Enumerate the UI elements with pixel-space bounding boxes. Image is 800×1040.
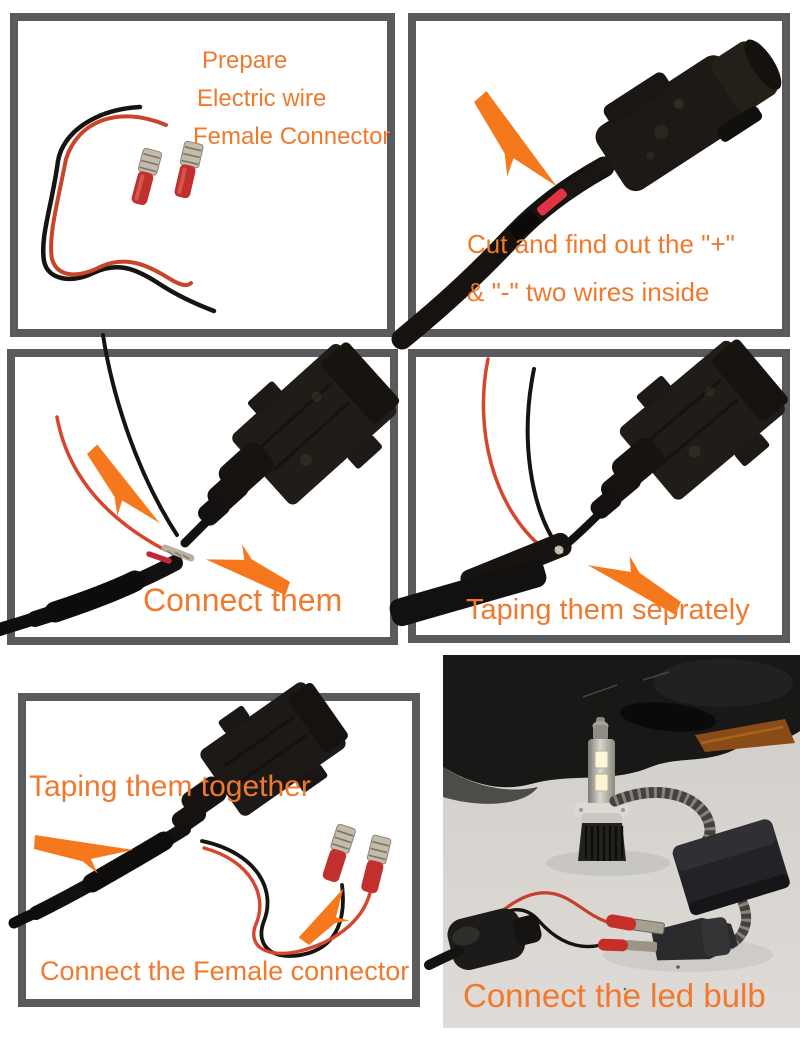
arrow-icon bbox=[454, 85, 571, 208]
cut-line-2: & "-" two wires inside bbox=[467, 277, 710, 307]
red-cut-mark bbox=[536, 188, 568, 216]
arrow-icon bbox=[201, 533, 298, 603]
socket-connector bbox=[447, 908, 542, 970]
prepare-line-1: Prepare bbox=[202, 47, 288, 74]
black-wire bbox=[200, 839, 345, 958]
arrow-icon bbox=[71, 439, 171, 542]
red-wire bbox=[49, 114, 193, 288]
connect-photo bbox=[0, 333, 400, 637]
female-connector-icon bbox=[361, 834, 392, 894]
black-wire bbox=[41, 104, 217, 314]
arrow-icon bbox=[293, 880, 364, 957]
red-wire bbox=[481, 357, 546, 551]
prepare-line-3: Female Connector bbox=[193, 123, 391, 150]
panel-taping-together: Taping them together Connect the Female … bbox=[8, 682, 420, 1007]
taping-separately-caption: Taping them seprately bbox=[466, 594, 750, 626]
red-wire bbox=[55, 415, 167, 552]
female-connector-icon bbox=[131, 147, 163, 206]
taping-separately-photo bbox=[389, 339, 788, 627]
panel-prepare: Prepare Electric wire Female Connector bbox=[10, 13, 395, 337]
black-wire bbox=[525, 367, 560, 549]
taping-together-caption: Taping them together bbox=[29, 770, 311, 803]
tape-band bbox=[508, 210, 540, 240]
connect-led-caption: Connect the led bulb bbox=[463, 977, 766, 1014]
black-wire bbox=[101, 333, 179, 537]
connect-caption: Connect them bbox=[143, 582, 343, 618]
cut-line-1: Cut and find out the "+" bbox=[467, 229, 735, 259]
female-connector-icon bbox=[322, 823, 356, 883]
red-wire bbox=[202, 846, 372, 956]
led-photo bbox=[424, 655, 800, 1028]
plug-connector bbox=[232, 342, 400, 505]
red-crimp bbox=[598, 938, 628, 952]
panel-cut-wires: Cut and find out the "+" & "-" two wires… bbox=[391, 13, 790, 350]
red-splice-stub bbox=[146, 551, 172, 564]
panel-connect-led: Connect the led bulb bbox=[424, 655, 800, 1028]
led-plug-connector bbox=[651, 917, 738, 961]
led-bulb bbox=[574, 717, 629, 861]
cut-photo bbox=[391, 39, 782, 350]
female-connector-icon bbox=[174, 140, 204, 199]
panel-connect-them: Connect them bbox=[0, 333, 400, 645]
wire-splice bbox=[161, 544, 195, 562]
panel-taping-separately: Taping them seprately bbox=[389, 339, 790, 643]
arrow-icon bbox=[32, 827, 134, 878]
prepare-photo bbox=[41, 104, 217, 314]
red-wire bbox=[493, 891, 609, 924]
female-connector-caption: Connect the Female connector bbox=[40, 956, 410, 986]
prepare-line-2: Electric wire bbox=[197, 85, 327, 112]
cut-caption: Cut and find out the "+" & "-" two wires… bbox=[467, 220, 735, 316]
arrow-icon bbox=[581, 540, 690, 622]
bulb-socket-connector bbox=[595, 39, 782, 192]
prepare-caption: Prepare Electric wire Female Connector bbox=[193, 42, 390, 156]
taping-together-photo bbox=[8, 682, 392, 958]
spade-terminal bbox=[624, 940, 658, 952]
ballast-box bbox=[672, 819, 790, 916]
plug-connector bbox=[200, 682, 348, 816]
red-crimp bbox=[606, 914, 637, 931]
tape-wrap bbox=[389, 559, 547, 627]
